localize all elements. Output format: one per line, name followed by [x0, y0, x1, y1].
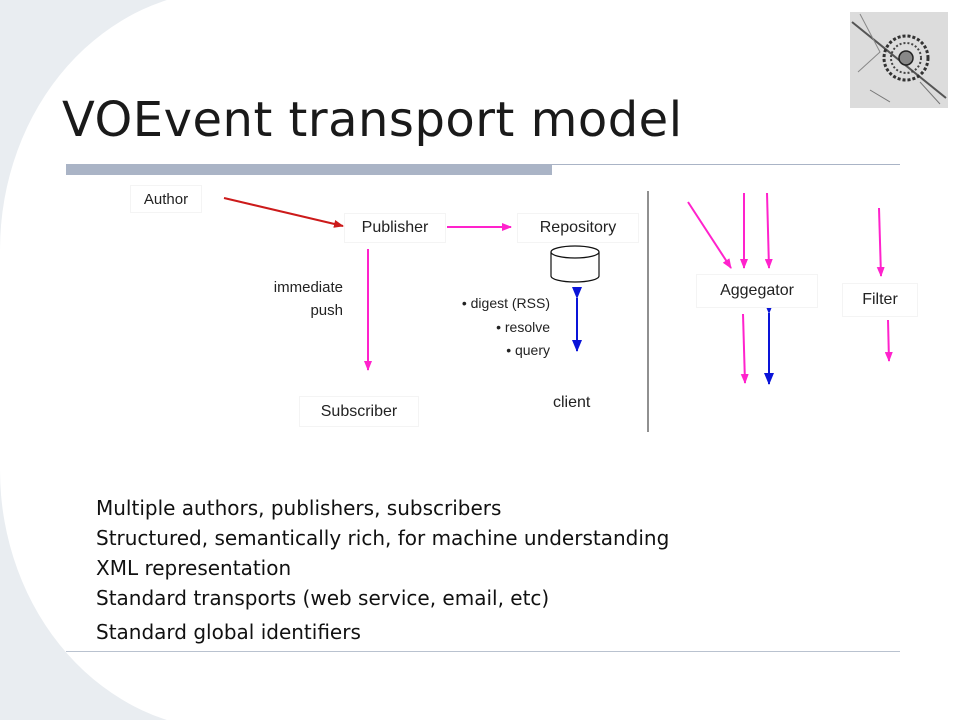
filter-output-arrow [884, 319, 893, 362]
publisher-box: Publisher [345, 214, 445, 242]
footer-rule [66, 651, 900, 652]
client-op-digest: • digest (RSS) [461, 295, 550, 311]
client-op-query: • query [506, 342, 550, 358]
repository-box: Repository [518, 214, 638, 242]
author-to-publisher-arrow [223, 197, 344, 228]
logo-image [850, 12, 948, 108]
client-label: client [553, 394, 591, 411]
bullet-item: Standard global identifiers [96, 620, 361, 644]
aggregator-input-arrow-1 [687, 201, 732, 269]
bullet-list: Multiple authors, publishers, subscriber… [96, 493, 896, 647]
bullet-item: XML representation [96, 556, 292, 580]
aggregator-box: Aggegator [697, 275, 817, 307]
aggregator-input-arrow-3 [764, 192, 773, 269]
aggregator-output-arrow [740, 313, 749, 384]
bullet-item: Structured, semantically rich, for machi… [96, 526, 670, 550]
title-underline-rule [66, 164, 900, 165]
database-icon [550, 245, 600, 283]
client-op-resolve: • resolve [496, 319, 550, 335]
logo-graphic [850, 12, 948, 108]
immediate-label: immediate [273, 279, 343, 296]
title-underline-bar [66, 164, 552, 175]
filter-box: Filter [843, 284, 917, 316]
page-title: VOEvent transport model [62, 92, 683, 148]
filter-input-arrow [876, 207, 885, 277]
author-box: Author [131, 186, 201, 212]
bullet-item: Multiple authors, publishers, subscriber… [96, 496, 502, 520]
push-label: push [310, 302, 343, 319]
subscriber-box: Subscriber [300, 397, 418, 426]
bullet-item: Standard transports (web service, email,… [96, 586, 550, 610]
